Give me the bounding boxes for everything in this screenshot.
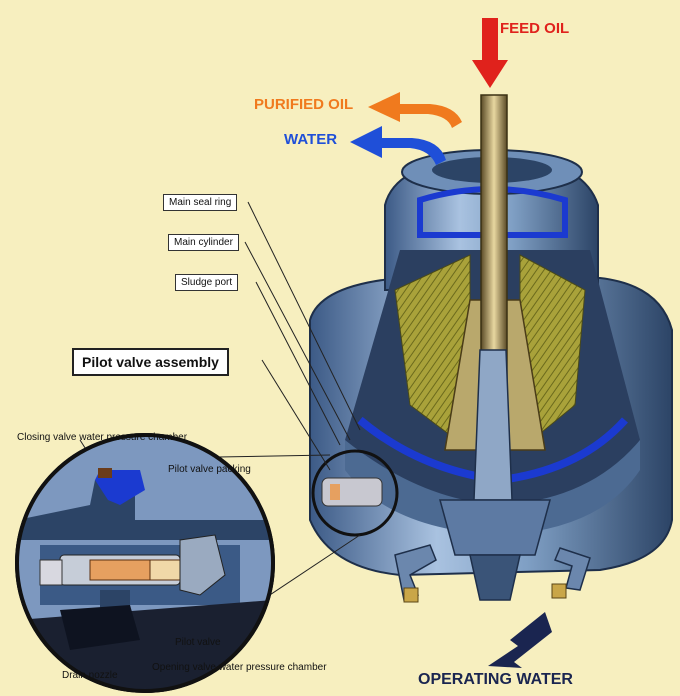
sludge-port-label: Sludge port <box>175 274 239 291</box>
water-arrow <box>350 126 446 165</box>
feed-oil-arrow <box>472 18 508 88</box>
pilot-valve-assembly-label: Pilot valve assembly <box>72 348 229 376</box>
feed-oil-label: FEED OIL <box>500 20 570 37</box>
drain-nozzle-label: Drain nozzle <box>62 670 118 681</box>
pilot-valve-magnified-view <box>15 433 275 693</box>
separator-body <box>309 94 673 603</box>
opening-chamber-label: Opening valve water pressure chamber <box>152 662 327 673</box>
pilot-valve-packing-label: Pilot valve packing <box>168 464 251 475</box>
main-cylinder-label: Main cylinder <box>168 234 239 251</box>
pilot-valve-label: Pilot valve <box>175 637 221 648</box>
purified-oil-label: PURIFIED OIL <box>254 96 354 113</box>
purified-oil-arrow <box>368 92 462 128</box>
water-label: WATER <box>284 131 338 148</box>
main-seal-ring-label: Main seal ring <box>163 194 238 211</box>
closing-chamber-label: Closing valve water pressure chamber <box>17 432 188 443</box>
operating-water-nozzle-left <box>394 544 437 603</box>
operating-water-label: OPERATING WATER <box>418 671 573 688</box>
operating-water-nozzle-right <box>551 547 591 599</box>
operating-water-arrow <box>488 612 552 668</box>
